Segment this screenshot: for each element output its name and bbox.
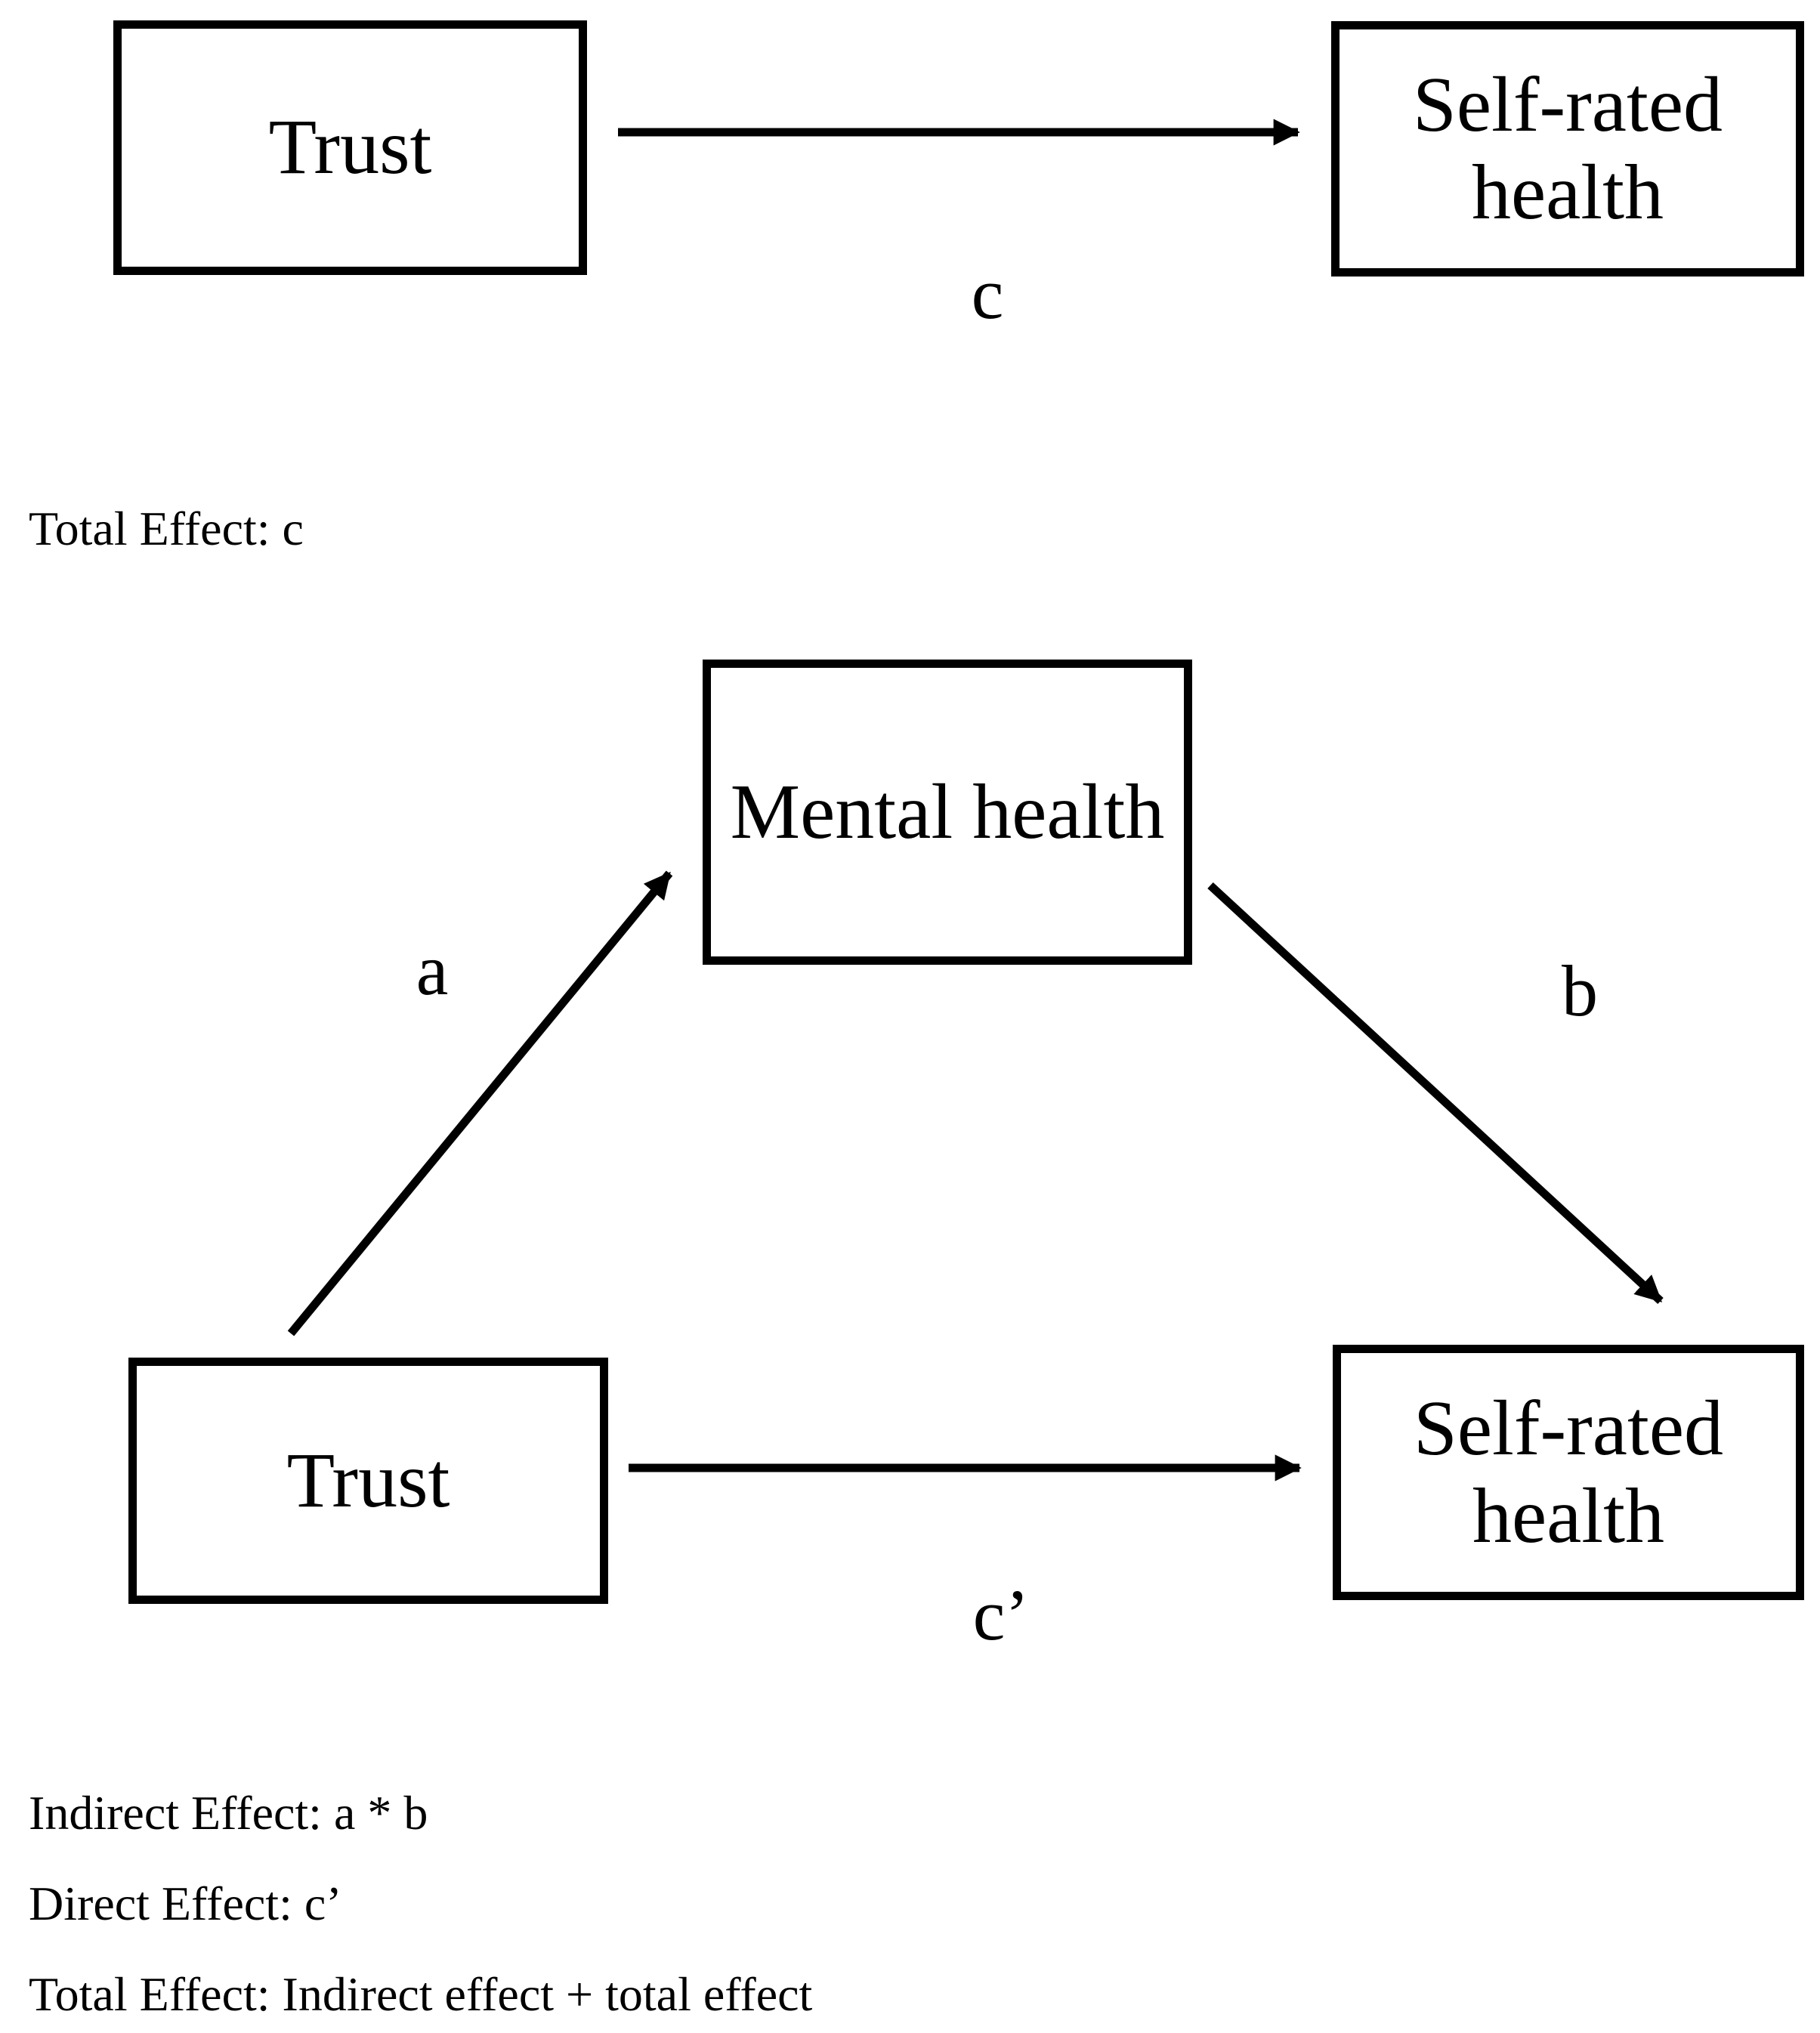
path-c-label: c [971, 253, 1004, 334]
indirect-effect-caption: Indirect Effect: a * b [29, 1786, 428, 1840]
total-effect-formula-caption: Total Effect: Indirect effect + total ef… [29, 1967, 813, 2021]
path-b-arrow [1207, 882, 1664, 1305]
self-rated-health-box-mediation-model: Self-rated health [1333, 1345, 1804, 1600]
self-rated-health-box-total-model-label: Self-rated health [1412, 60, 1723, 236]
trust-box-mediation-model: Trust [128, 1358, 608, 1604]
trust-box-total-model-label: Trust [268, 104, 432, 191]
self-rated-health-box-total-model: Self-rated health [1331, 21, 1804, 277]
path-a-label: a [416, 929, 449, 1010]
path-c-prime-label: c’ [972, 1574, 1030, 1655]
path-b-label: b [1562, 950, 1598, 1031]
direct-effect-caption: Direct Effect: c’ [29, 1877, 342, 1930]
total-effect-caption: Total Effect: c [29, 502, 304, 555]
trust-box-mediation-model-label: Trust [286, 1436, 450, 1524]
mental-health-box: Mental health [703, 660, 1192, 965]
self-rated-health-box-mediation-model-label: Self-rated health [1413, 1384, 1723, 1559]
mental-health-box-label: Mental health [730, 768, 1165, 855]
trust-box-total-model: Trust [113, 20, 587, 275]
